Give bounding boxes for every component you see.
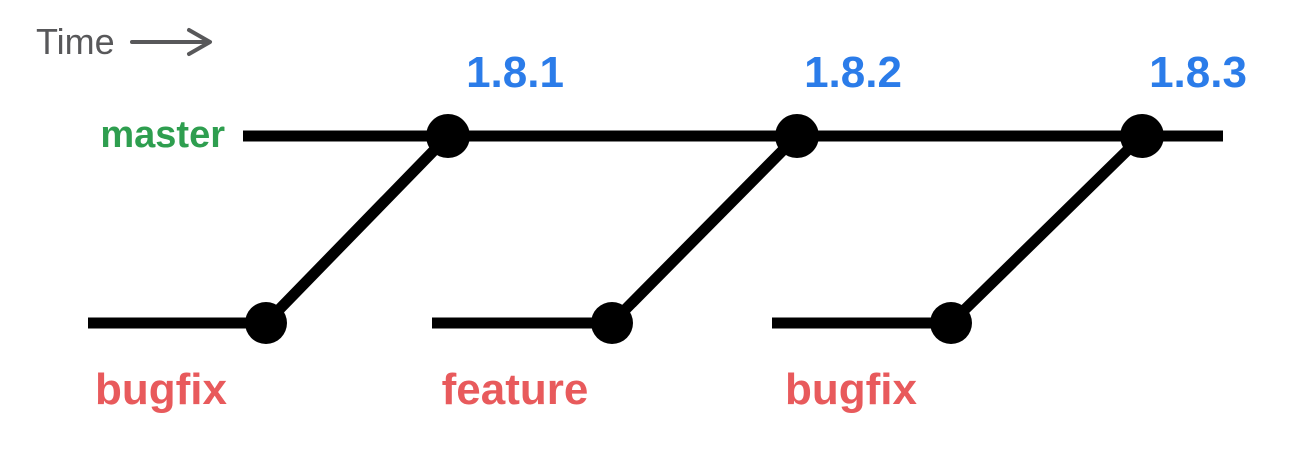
tag-label-182: 1.8.2: [804, 48, 902, 97]
time-label: Time: [36, 21, 115, 62]
right-arrow-icon: [130, 28, 212, 56]
merge-line-bugfix-2: [947, 132, 1146, 327]
commit-node-master-1: [426, 114, 470, 158]
commit-node-master-3: [1120, 114, 1164, 158]
branch-label-bugfix-2: bugfix: [785, 365, 918, 414]
master-branch-label: master: [100, 114, 225, 156]
branch-label-bugfix-1: bugfix: [95, 365, 228, 414]
commit-node-feature: [591, 302, 633, 344]
merge-line-feature: [608, 132, 801, 327]
arrow-head: [187, 28, 212, 56]
tag-label-183: 1.8.3: [1149, 48, 1247, 97]
commit-node-master-2: [775, 114, 819, 158]
tag-label-181: 1.8.1: [466, 48, 564, 97]
commit-node-bugfix-2: [930, 302, 972, 344]
merge-line-bugfix-1: [262, 132, 452, 327]
commit-node-bugfix-1: [245, 302, 287, 344]
branch-label-feature: feature: [442, 365, 589, 414]
